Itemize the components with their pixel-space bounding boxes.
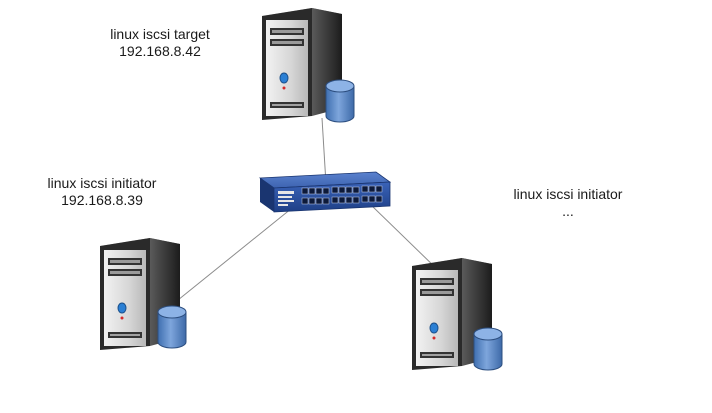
disk-storage-icon — [157, 305, 187, 349]
network-switch[interactable] — [258, 171, 392, 213]
link-initiator2-switch — [369, 203, 441, 273]
label-initiator-2: linux iscsi initiator ... — [498, 186, 638, 220]
links — [177, 117, 441, 301]
node-name: linux iscsi target — [110, 26, 210, 42]
disk-storage-icon — [325, 79, 355, 123]
server-initiator-1[interactable] — [99, 237, 187, 351]
label-initiator-1: linux iscsi initiator 192.168.8.39 — [32, 175, 172, 209]
disk-storage-icon — [473, 327, 503, 371]
link-target-switch — [321, 117, 327, 185]
server-target[interactable] — [261, 7, 355, 123]
label-target: linux iscsi target 192.168.8.42 — [90, 26, 230, 60]
node-address: ... — [562, 203, 574, 219]
node-address: 192.168.8.39 — [61, 192, 143, 208]
node-address: 192.168.8.42 — [119, 43, 201, 59]
switch-icon — [258, 171, 392, 213]
link-initiator1-switch — [177, 199, 303, 301]
node-name: linux iscsi initiator — [513, 186, 623, 202]
server-initiator-2[interactable] — [411, 257, 503, 371]
node-name: linux iscsi initiator — [47, 175, 157, 191]
